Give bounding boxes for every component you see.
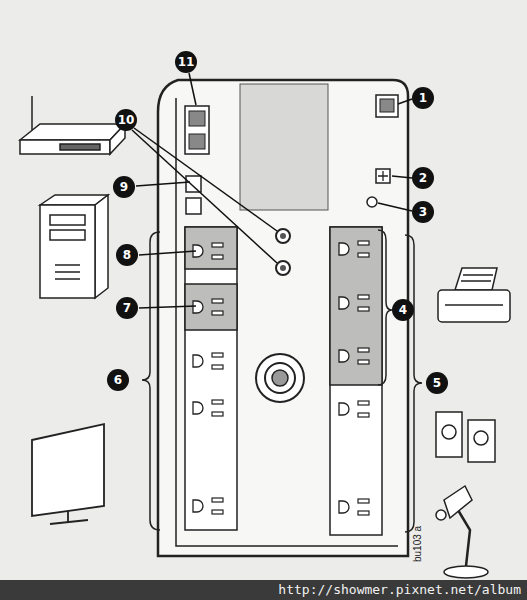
speaker-cone [474,431,488,445]
callout-number: 1 [412,87,434,109]
printer-paper [455,268,497,290]
lamp-bulb [436,510,446,520]
speaker [436,412,462,457]
callout-number: 8 [116,244,138,266]
leader-line [189,73,196,105]
battery-outlet-panel [330,227,382,385]
drive-bay [50,215,85,225]
leader-line [392,176,412,178]
paper-lines [461,275,493,281]
outlet [339,499,369,515]
outlet [193,400,223,416]
tower-side [95,195,108,298]
coax-port [186,176,201,192]
router-top [20,124,125,140]
router-ports [60,144,100,150]
lamp-arm [458,510,470,566]
outlet-column [185,227,237,530]
ups-housing [158,80,408,556]
outlet [339,295,369,311]
leader-line [139,251,196,255]
leader-line [139,306,196,308]
antenna [31,96,33,130]
rj45-jack [189,134,205,149]
leader-line [136,182,190,186]
leader-line [398,99,412,104]
callout-number: 9 [113,176,135,198]
screw-mark [378,171,388,181]
lamp-shade [444,486,472,518]
printer-body [438,290,510,322]
drive-bay [50,230,85,240]
monitor-screen [32,424,104,516]
ground-screw [376,169,390,183]
leader-line [132,130,277,263]
monitor-stand [50,511,88,524]
callout-number: 10 [115,109,137,131]
breaker [276,229,290,243]
watermark: http://showmer.pixnet.net/album [278,582,521,597]
leader-line [378,203,412,211]
usb-port [376,95,398,117]
watermark-band [0,580,527,600]
outlet [339,348,369,364]
leader-line [134,128,277,231]
vent [55,265,80,279]
speaker-cone [442,425,456,439]
bracket [378,230,392,385]
breaker-core [280,265,286,271]
callout-number: 6 [107,369,129,391]
network-ports [185,106,209,154]
outlet [193,498,223,514]
usb-jack [380,99,394,112]
input-breaker-core [272,370,288,386]
lamp-base [444,566,488,578]
speaker [468,420,495,462]
figure-code: bu103 a [412,526,423,562]
rj45-jack [189,111,205,126]
router-front [20,140,110,154]
bracket [142,232,160,530]
input-breaker [256,354,304,402]
callout-number: 4 [392,299,414,321]
outlet [339,401,369,417]
callout-number: 7 [116,297,138,319]
input-breaker-ring [265,363,295,393]
breaker-core [280,233,286,239]
printer-slot [445,304,503,306]
breaker [276,261,290,275]
callout-number: 2 [412,167,434,189]
outlet [193,353,223,369]
coax-port [186,198,201,214]
callout-number: 11 [175,51,197,73]
outlet [339,241,369,257]
outlet-column [330,227,382,535]
tower-front [40,205,95,298]
surge-outlet-panel [185,227,237,269]
outlet [193,299,223,315]
surge-outlet-panel [185,284,237,330]
bracket [405,235,422,532]
label-panel [240,84,328,210]
reset-button [367,197,377,207]
callout-number: 5 [426,372,448,394]
outlet [193,243,223,259]
callout-number: 3 [412,201,434,223]
